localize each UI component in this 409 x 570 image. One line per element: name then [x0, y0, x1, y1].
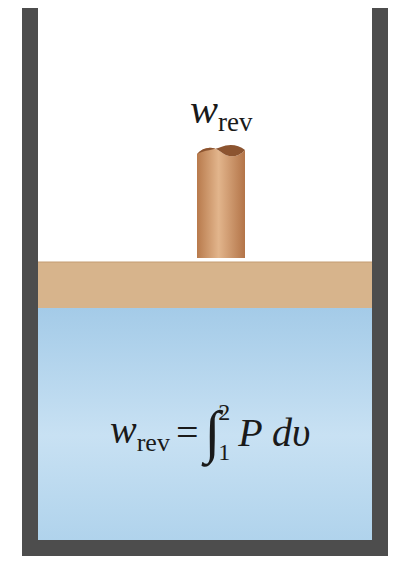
integral-sign: ∫	[204, 403, 220, 461]
work-letter: w	[110, 407, 137, 452]
gas-region: wrev=∫21P dυ	[38, 308, 372, 540]
rod-cut	[197, 145, 245, 156]
limits: 21	[218, 400, 230, 464]
integral: ∫21	[204, 400, 230, 464]
piston	[38, 262, 372, 308]
lower-limit: 1	[218, 440, 230, 464]
cylinder-wall	[22, 8, 38, 556]
work-letter: w	[190, 86, 218, 132]
equation: wrev=∫21P dυ	[110, 400, 310, 464]
work-symbol: wrev	[110, 406, 170, 458]
upper-limit: 2	[218, 400, 230, 424]
cylinder-bottom	[22, 540, 388, 556]
equals-sign: =	[176, 409, 199, 456]
piston-top-edge	[38, 258, 372, 262]
subscript: rev	[218, 107, 252, 137]
integrand: P dυ	[238, 409, 310, 456]
work-label: wrev	[190, 85, 253, 138]
cylinder-wall	[372, 8, 388, 556]
subscript: rev	[137, 428, 170, 457]
piston-rod	[197, 148, 245, 258]
